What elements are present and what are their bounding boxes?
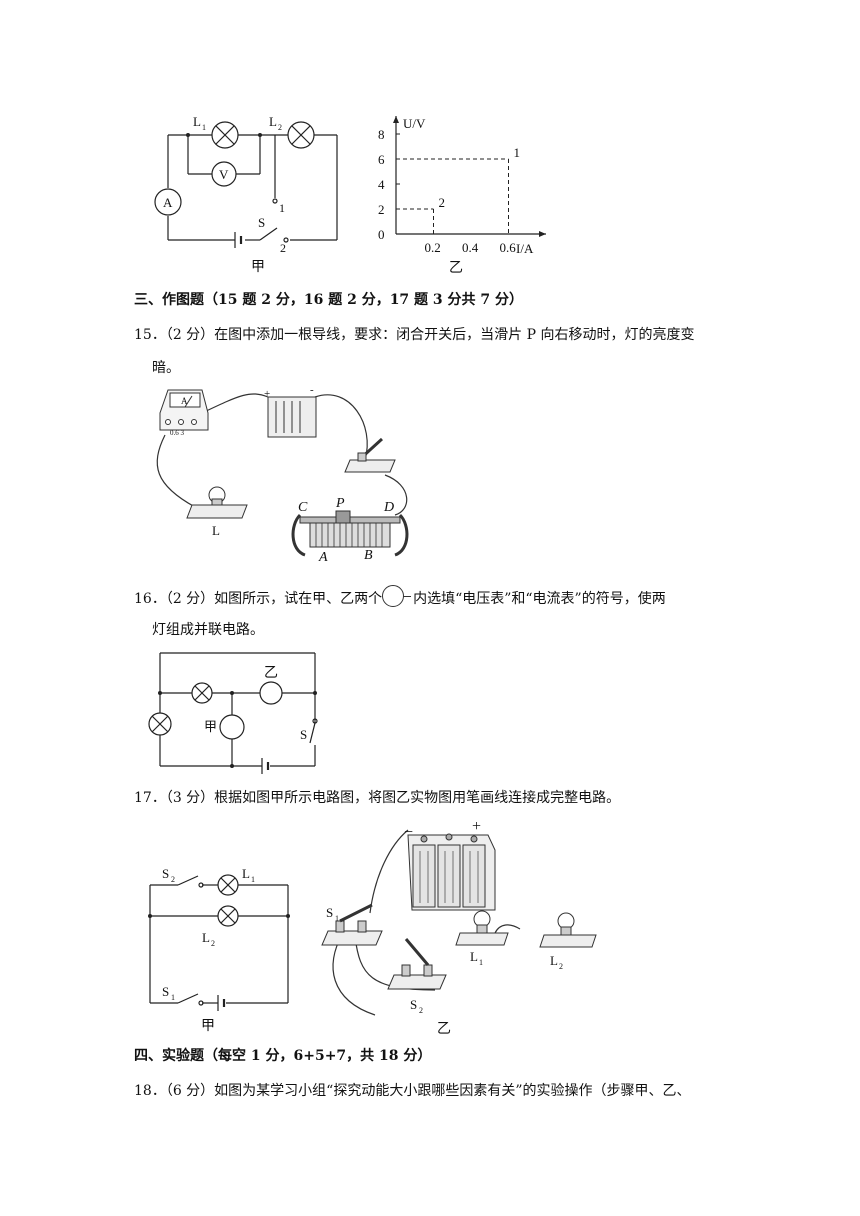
x-tick-label: 0.4	[462, 240, 479, 255]
lamp-device: L	[186, 486, 248, 538]
L2-device-sub: 2	[559, 962, 563, 971]
q14-u-i-graph: 8 6 4 2 0 0.2 0.4 0.6 1 2 U/V I/A 乙	[378, 116, 546, 276]
q16-text-part-b: 内选填“电压表”和“电流表”的符号，使两	[413, 591, 666, 607]
section-4-heading: 四、实验题（每空 1 分，6+5+7，共 18 分）	[134, 1048, 432, 1064]
switch-label: S	[258, 215, 265, 230]
L2-label: L	[269, 114, 277, 129]
L2-schematic-label: L	[202, 930, 210, 945]
S2-device-sub: 2	[419, 1006, 423, 1015]
lamp-label: L	[212, 523, 220, 538]
meter-placeholder-icon	[382, 585, 412, 607]
q17-schematic-jia: S 2 L 1 L 2 S 1 甲	[148, 866, 290, 1034]
ammeter-letter: A	[181, 396, 188, 406]
fig-jia-label-17: 甲	[201, 1019, 215, 1034]
q14-circuit-diagram: L 1 L 2 V A S 1 2 甲	[154, 114, 338, 275]
fig-yi-label: 乙	[449, 260, 463, 276]
L1-schematic-label: L	[242, 866, 250, 881]
q15-text-line1: 15．（2 分）在图中添加一根导线，要求：闭合开关后，当滑片 P 向右移动时，灯…	[134, 327, 695, 343]
y-tick-label: 4	[378, 177, 385, 192]
voltmeter-symbol: V	[219, 167, 229, 182]
rheostat-C: C	[298, 500, 308, 515]
y-tick-label: 8	[378, 127, 385, 142]
q17-text-line1: 17．（3 分）根据如图甲所示电路图，将图乙实物图用笔画线连接成完整电路。	[134, 790, 621, 806]
switch-S1-device: S 1	[321, 903, 383, 946]
S2-sub: 2	[171, 875, 175, 884]
meter-yi-label: 乙	[264, 665, 278, 681]
y-tick-label: 0	[378, 227, 385, 242]
switch-s-label: S	[300, 727, 307, 742]
battery-minus: -	[310, 385, 314, 396]
S1-schematic-label: S	[162, 984, 169, 999]
ammeter-symbol: A	[163, 195, 173, 210]
lamp-L2-device: L 2	[539, 912, 597, 971]
ammeter-scale-label: 0.6 3	[170, 429, 185, 437]
battery-pack-17: − +	[404, 818, 496, 911]
q15-physical-circuit: A 0.6 3 + - L	[156, 385, 409, 565]
q16-text-part-a: 16．（2 分）如图所示，试在甲、乙两个	[134, 591, 383, 607]
battery-plus-17: +	[472, 818, 481, 835]
x-tick-label: 0.6	[500, 240, 517, 255]
x-tick-label: 0.2	[425, 240, 441, 255]
S2-label: S	[162, 866, 169, 881]
L2-sub: 2	[278, 123, 282, 132]
S1-schematic-sub: 1	[171, 993, 175, 1002]
battery-plus: +	[264, 388, 270, 400]
q16-circuit-diagram: 乙 甲 S	[148, 652, 318, 774]
L1-schematic-sub: 1	[251, 875, 255, 884]
switch-device	[344, 437, 396, 473]
fig-yi-label-17: 乙	[437, 1021, 451, 1037]
rheostat-A: A	[318, 550, 328, 565]
S2-device-label: S	[410, 997, 417, 1012]
L2-schematic-sub: 2	[211, 939, 215, 948]
y-tick-label: 6	[378, 152, 385, 167]
x-axis-arrow	[539, 231, 546, 237]
battery-minus-17: −	[404, 824, 413, 841]
rheostat-D: D	[383, 500, 394, 515]
meter-jia-label: 甲	[204, 719, 217, 734]
L1-sub: 1	[202, 123, 206, 132]
rheostat-P: P	[335, 496, 345, 511]
L1-device-sub: 1	[479, 958, 483, 967]
section-3-heading: 三、作图题（15 题 2 分，16 题 2 分，17 题 3 分共 7 分）	[134, 292, 524, 308]
switch-S2-device: S 2	[387, 938, 447, 1015]
q17-physical-circuit-yi: − + S 1 S 2 L 1 L 2 乙	[321, 818, 597, 1037]
battery-pack: + -	[264, 385, 317, 438]
q16-text-line2: 灯组成并联电路。	[152, 622, 264, 638]
point-label: 2	[439, 195, 446, 210]
q16-text-line1: 16．（2 分）如图所示，试在甲、乙两个 内选填“电压表”和“电流表”的符号，使…	[134, 585, 666, 609]
contact-1-label: 1	[279, 201, 285, 215]
y-tick-label: 2	[378, 202, 385, 217]
y-axis-label: U/V	[403, 116, 426, 131]
L2-device-label: L	[550, 953, 558, 968]
rheostat-B: B	[364, 548, 373, 563]
fig-jia-label: 甲	[251, 260, 265, 275]
x-axis-label: I/A	[516, 241, 534, 256]
contact-2-label: 2	[280, 241, 286, 255]
y-axis-arrow	[393, 116, 399, 123]
q18-text-line1: 18．（6 分）如图为某学习小组“探究动能大小跟哪些因素有关”的实验操作（步骤甲…	[134, 1083, 691, 1099]
S1-device-label: S	[326, 905, 333, 920]
point-label: 1	[514, 145, 521, 160]
L1-device-label: L	[470, 949, 478, 964]
lamp-L1-device: L 1	[455, 910, 509, 967]
q15-text-line2: 暗。	[152, 360, 180, 376]
ammeter-device: A 0.6 3	[159, 389, 209, 437]
L1-label: L	[193, 114, 201, 129]
rheostat-device: C P D A B	[291, 496, 409, 565]
S1-device-sub: 1	[335, 914, 339, 923]
